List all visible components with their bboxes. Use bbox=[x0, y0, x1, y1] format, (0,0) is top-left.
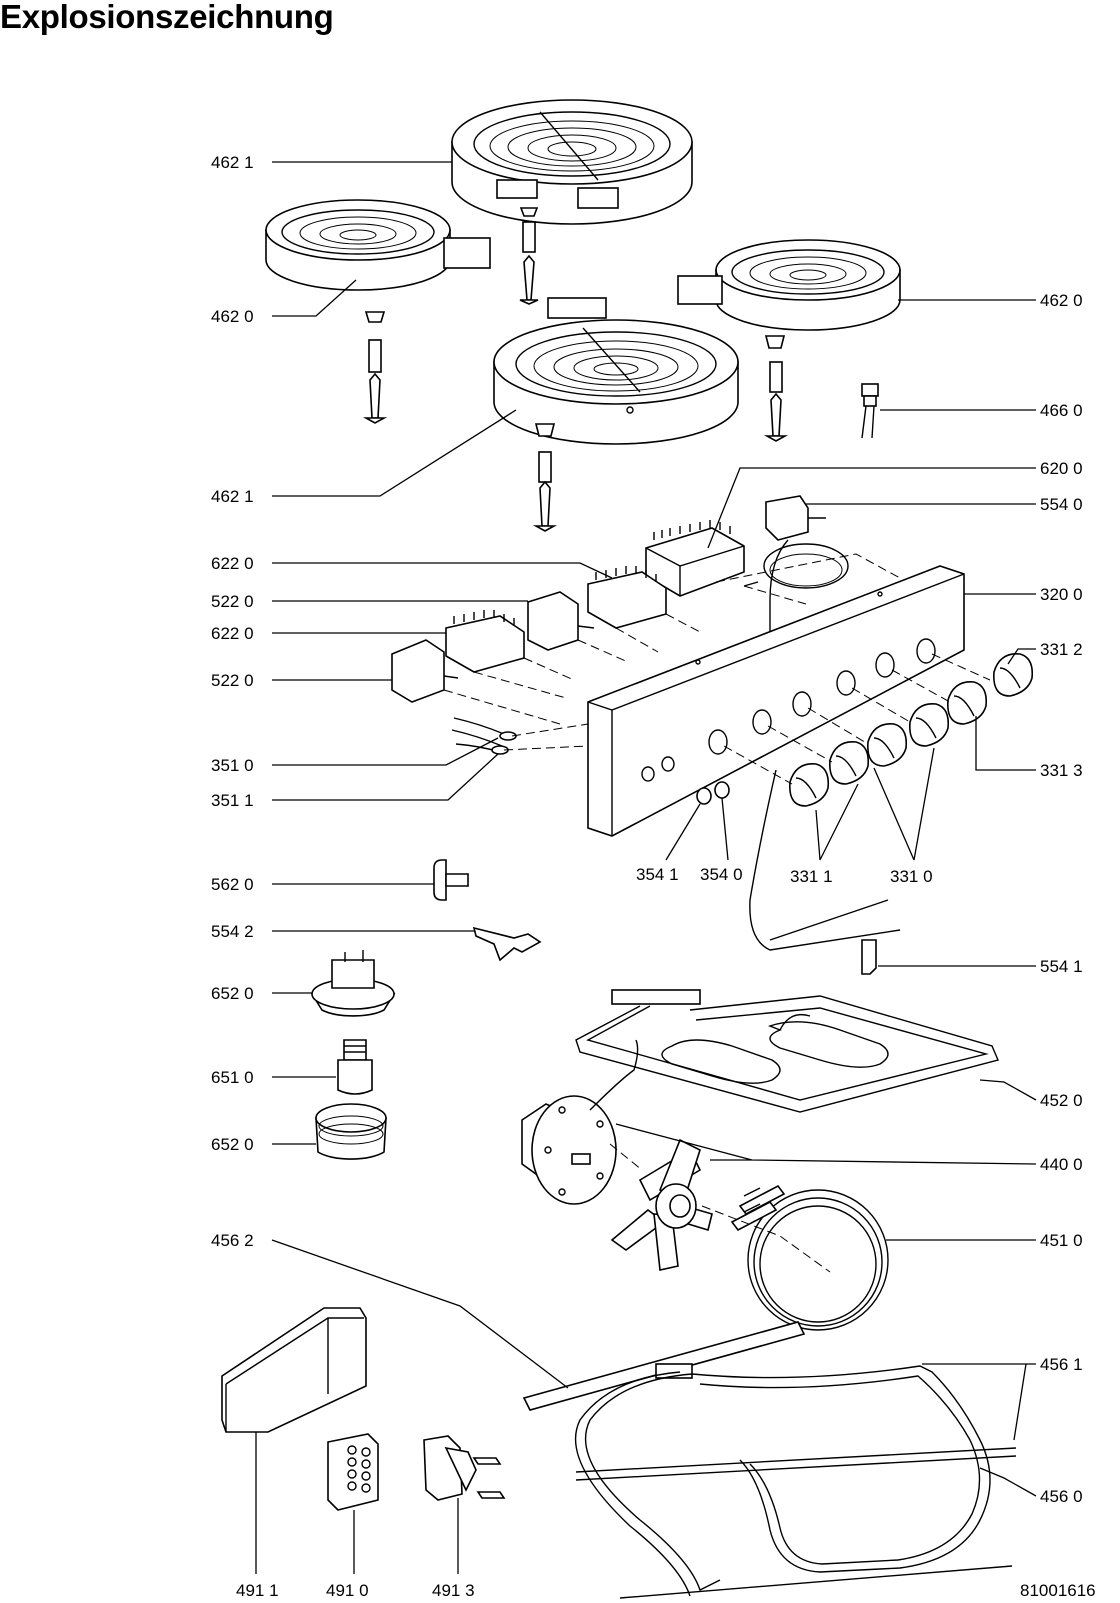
label-522-0-lower: 522 0 bbox=[211, 671, 254, 690]
mounting-bracket bbox=[221, 1307, 367, 1433]
label-331-3: 331 3 bbox=[1040, 761, 1083, 780]
lamp-parts bbox=[696, 781, 730, 805]
label-491-0: 491 0 bbox=[326, 1581, 369, 1600]
label-331-0: 331 0 bbox=[890, 867, 933, 886]
label-652-0-holder: 652 0 bbox=[211, 984, 254, 1003]
page-title: Explosionszeichnung bbox=[0, 0, 334, 35]
sensor-clip bbox=[472, 926, 542, 962]
label-491-1: 491 1 bbox=[236, 1581, 279, 1600]
label-651-0: 651 0 bbox=[211, 1068, 254, 1087]
label-451-0: 451 0 bbox=[1040, 1231, 1083, 1250]
hotplate-front bbox=[493, 297, 739, 445]
label-554-2: 554 2 bbox=[211, 922, 254, 941]
cable-set bbox=[451, 717, 517, 755]
selector-switch-oven bbox=[645, 520, 759, 597]
label-562-0: 562 0 bbox=[211, 875, 254, 894]
label-331-2: 331 2 bbox=[1040, 640, 1083, 659]
fan-blade bbox=[610, 1138, 713, 1271]
spacer-screw-sets bbox=[362, 207, 789, 532]
control-panel bbox=[587, 565, 965, 837]
label-456-2: 456 2 bbox=[211, 1231, 254, 1250]
label-652-0-cover: 652 0 bbox=[211, 1135, 254, 1154]
leader-lines bbox=[255, 161, 1037, 1574]
switch-lower bbox=[445, 610, 525, 673]
knobs bbox=[789, 653, 1034, 807]
lamp-holder bbox=[310, 950, 396, 1017]
clamp bbox=[433, 859, 469, 901]
fan-motor bbox=[521, 1039, 639, 1205]
label-351-1: 351 1 bbox=[211, 791, 254, 810]
hotplate-top-back bbox=[451, 99, 693, 225]
label-351-0: 351 0 bbox=[211, 756, 254, 775]
label-554-0: 554 0 bbox=[1040, 495, 1083, 514]
energy-regulator-upper bbox=[527, 591, 595, 651]
label-620-0: 620 0 bbox=[1040, 459, 1083, 478]
label-456-0: 456 0 bbox=[1040, 1487, 1083, 1506]
label-522-0-upper: 522 0 bbox=[211, 592, 254, 611]
circular-element bbox=[730, 1184, 889, 1331]
thermostat bbox=[763, 495, 849, 640]
label-466-0: 466 0 bbox=[1040, 401, 1083, 420]
hotplate-left-back bbox=[265, 199, 491, 291]
label-462-0-right: 462 0 bbox=[1040, 291, 1083, 310]
label-622-0-lower: 622 0 bbox=[211, 624, 254, 643]
label-491-3: 491 3 bbox=[432, 1581, 475, 1600]
label-354-0: 354 0 bbox=[700, 865, 743, 884]
lamp-bulb bbox=[337, 1039, 373, 1095]
label-354-1: 354 1 bbox=[636, 865, 679, 884]
label-622-0-upper: 622 0 bbox=[211, 554, 254, 573]
indicator-lamp bbox=[861, 383, 879, 439]
assembly-lines bbox=[443, 553, 991, 1273]
drawing-number: 81001616 bbox=[1020, 1581, 1096, 1600]
label-462-0-left: 462 0 bbox=[211, 307, 254, 326]
label-462-1-front: 462 1 bbox=[211, 487, 254, 506]
hotplate-right-back bbox=[677, 239, 901, 331]
label-452-0: 452 0 bbox=[1040, 1091, 1083, 1110]
lamp-cover bbox=[315, 1103, 387, 1160]
thermostat-probe bbox=[749, 769, 901, 975]
bottom-element bbox=[574, 1365, 1017, 1599]
label-456-1: 456 1 bbox=[1040, 1355, 1083, 1374]
part-labels: 462 1 462 0 462 0 466 0 462 1 620 0 554 … bbox=[211, 153, 1096, 1600]
grill-element bbox=[575, 989, 999, 1113]
element-bracket bbox=[522, 1321, 806, 1411]
terminal-block bbox=[327, 1433, 379, 1511]
label-331-1: 331 1 bbox=[790, 867, 833, 886]
label-462-1-top: 462 1 bbox=[211, 153, 254, 172]
label-320-0: 320 0 bbox=[1040, 585, 1083, 604]
cable-clamp bbox=[423, 1435, 506, 1501]
label-554-1: 554 1 bbox=[1040, 957, 1083, 976]
label-440-0: 440 0 bbox=[1040, 1155, 1083, 1174]
